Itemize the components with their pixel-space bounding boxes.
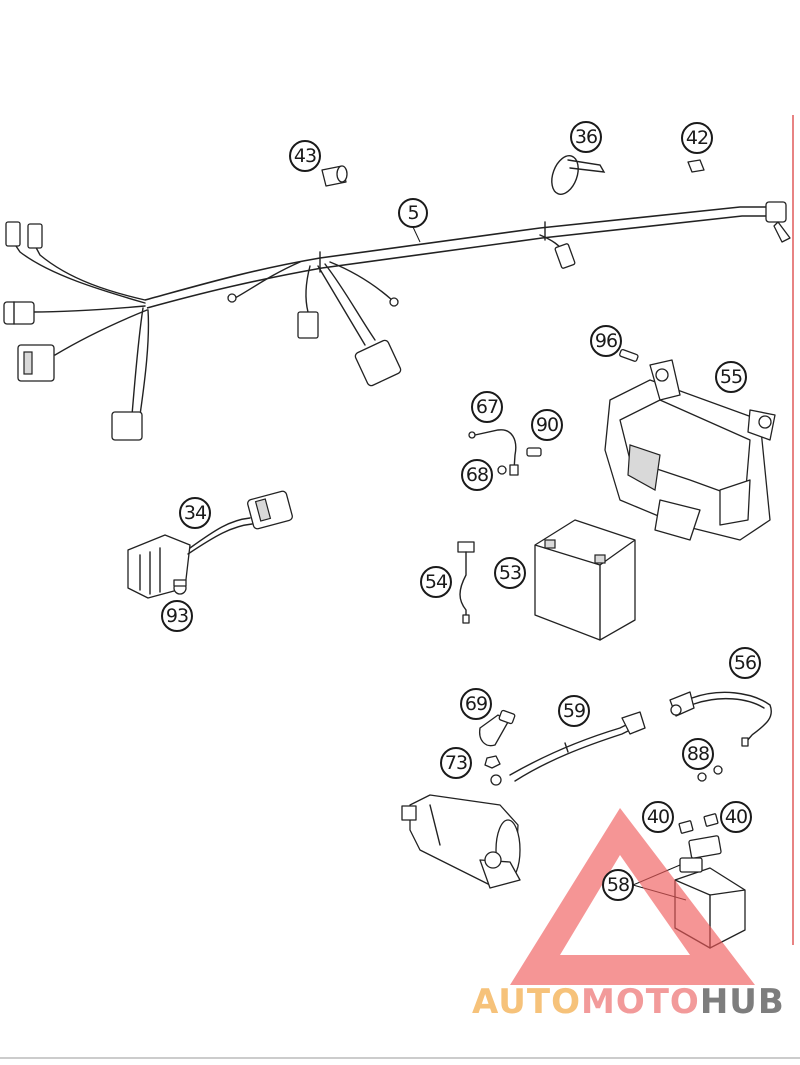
- svg-text:58: 58: [607, 874, 629, 896]
- part-88-screws[interactable]: [697, 765, 723, 782]
- callout-90: 90: [531, 409, 563, 441]
- svg-text:42: 42: [686, 127, 708, 149]
- callout-40-right: 40: [720, 801, 752, 833]
- callout-93: 93: [161, 600, 193, 632]
- part-93-screw[interactable]: [173, 579, 187, 595]
- watermark-text: AUTOMOTOHUB: [472, 982, 785, 1022]
- callout-69: 69: [460, 688, 492, 720]
- part-73-nut[interactable]: [484, 755, 501, 769]
- callout-56: 56: [729, 647, 761, 679]
- callout-53: 53: [494, 557, 526, 589]
- watermark-part-hub: HUB: [700, 982, 785, 1022]
- svg-text:53: 53: [499, 562, 521, 584]
- svg-text:67: 67: [476, 396, 498, 418]
- callout-43: 43: [289, 140, 321, 172]
- svg-text:73: 73: [445, 752, 467, 774]
- watermark-logo: [510, 808, 755, 985]
- callout-58: 58: [602, 869, 634, 901]
- part-96-screw[interactable]: [619, 349, 639, 362]
- part-54-fuse[interactable]: [457, 541, 475, 624]
- callout-96: 96: [590, 325, 622, 357]
- svg-text:54: 54: [425, 571, 448, 593]
- svg-text:5: 5: [407, 202, 418, 224]
- svg-text:43: 43: [294, 145, 316, 167]
- wiring-harness[interactable]: [3, 201, 791, 441]
- svg-text:36: 36: [575, 126, 597, 148]
- svg-text:55: 55: [720, 366, 742, 388]
- svg-text:96: 96: [595, 330, 617, 352]
- callout-54: 54: [420, 566, 452, 598]
- part-55-battery-holder[interactable]: [604, 359, 776, 541]
- callout-88: 88: [682, 738, 714, 770]
- watermark-part-auto: AUTO: [472, 982, 581, 1022]
- part-40-fuses[interactable]: [678, 813, 719, 834]
- svg-text:40: 40: [725, 806, 747, 828]
- svg-text:40: 40: [647, 806, 669, 828]
- part-36-cable-tie[interactable]: [547, 152, 606, 198]
- svg-text:93: 93: [166, 605, 188, 627]
- part-59-starter-cable[interactable]: [490, 711, 646, 786]
- callout-40-left: 40: [642, 801, 674, 833]
- callout-5: 5: [398, 198, 428, 228]
- part-53-battery[interactable]: [534, 519, 636, 641]
- part-67-ground-cable[interactable]: [468, 429, 519, 476]
- svg-text:34: 34: [184, 502, 207, 524]
- part-90-screw[interactable]: [526, 447, 542, 457]
- callout-67: 67: [471, 391, 503, 423]
- svg-text:90: 90: [536, 414, 558, 436]
- part-42-clip[interactable]: [687, 159, 705, 173]
- svg-text:56: 56: [734, 652, 756, 674]
- callout-36: 36: [570, 121, 602, 153]
- callout-73: 73: [440, 747, 472, 779]
- starter-motor[interactable]: [401, 794, 521, 889]
- part-34-voltage-regulator[interactable]: [127, 490, 293, 599]
- callout-42: 42: [681, 122, 713, 154]
- svg-text:68: 68: [466, 464, 488, 486]
- part-43-grommet[interactable]: [321, 165, 348, 187]
- callout-55: 55: [715, 361, 747, 393]
- callout-59: 59: [558, 695, 590, 727]
- part-69-terminal-cap[interactable]: [479, 709, 516, 747]
- callout-34: 34: [179, 497, 211, 529]
- callout-68: 68: [461, 459, 493, 491]
- part-56-battery-cable[interactable]: [669, 691, 772, 747]
- svg-text:88: 88: [687, 743, 709, 765]
- part-68-washer[interactable]: [497, 465, 507, 475]
- svg-text:69: 69: [465, 693, 487, 715]
- svg-text:59: 59: [563, 700, 585, 722]
- watermark-triangle-icon: [510, 808, 755, 985]
- watermark-part-moto: MOTO: [581, 982, 700, 1022]
